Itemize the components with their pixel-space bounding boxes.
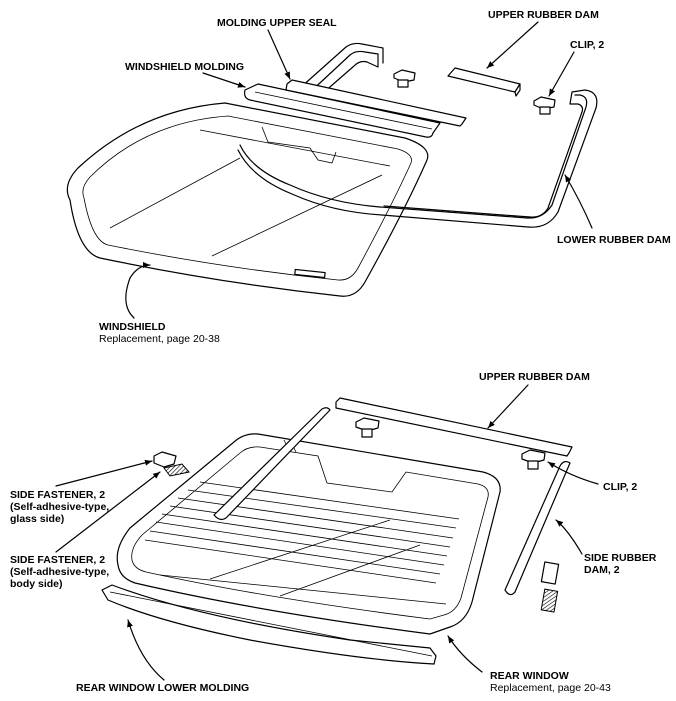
rear-window-glass: [116, 433, 501, 635]
rear-upper-rubber-dam: [335, 397, 573, 457]
label-rear-window: REAR WINDOW: [490, 670, 569, 682]
windshield-molding: [243, 83, 441, 138]
leader-windshield-molding: [202, 72, 246, 88]
label-lower-rubber-dam: LOWER RUBBER DAM: [557, 234, 671, 246]
side-fastener-body: [540, 561, 560, 613]
lower-rubber-dam: [237, 42, 598, 228]
label-rear-window-ref: Replacement, page 20-43: [490, 682, 611, 694]
leader-clip: [548, 51, 575, 97]
label-rear-upper-rubber-dam: UPPER RUBBER DAM: [479, 371, 590, 383]
label-side-fastener-body-1: SIDE FASTENER, 2: [10, 554, 106, 566]
leader-rear-clip: [547, 461, 599, 485]
clip-top-left: [393, 69, 416, 88]
label-side-rubber-dam-2: DAM, 2: [584, 564, 620, 576]
rear-window-lower-molding: [101, 584, 437, 665]
leader-rear-window: [447, 635, 483, 673]
leader-rear-upper-rubber-dam: [487, 384, 529, 429]
rear-clip-right: [521, 449, 546, 470]
side-fastener-glass: [153, 451, 190, 477]
molding-upper-seal: [285, 79, 467, 127]
label-side-fastener-glass-1: SIDE FASTENER, 2: [10, 489, 106, 501]
clip-top-right: [533, 96, 556, 115]
label-rear-clip: CLIP, 2: [603, 481, 638, 493]
leader-windshield: [125, 262, 151, 319]
label-windshield-ref: Replacement, page 20-38: [99, 333, 220, 345]
leader-side-rubber-dam: [555, 519, 583, 555]
label-molding-upper-seal: MOLDING UPPER SEAL: [217, 17, 337, 29]
leader-side-fastener-body: [55, 471, 161, 553]
label-rear-window-lower-molding: REAR WINDOW LOWER MOLDING: [76, 682, 250, 694]
label-upper-rubber-dam: UPPER RUBBER DAM: [488, 9, 599, 21]
upper-rubber-dam: [447, 67, 521, 97]
rear-clip-left: [355, 417, 380, 438]
leader-side-fastener-glass: [55, 459, 153, 487]
label-side-fastener-body-2: (Self-adhesive-type,: [10, 566, 110, 578]
label-windshield: WINDSHIELD: [99, 321, 166, 333]
rear-side-strip-left: [213, 407, 331, 521]
label-side-fastener-body-3: body side): [10, 578, 63, 590]
windshield-glass: [66, 102, 429, 297]
leader-rear-window-lower-molding: [127, 619, 165, 681]
label-side-fastener-glass-2: (Self-adhesive-type,: [10, 501, 110, 513]
side-rubber-dam: [504, 460, 571, 596]
label-windshield-molding: WINDSHIELD MOLDING: [125, 61, 244, 73]
leader-lower-rubber-dam: [564, 174, 593, 229]
label-clip: CLIP, 2: [570, 39, 605, 51]
label-side-rubber-dam-1: SIDE RUBBER: [584, 552, 657, 564]
leader-upper-rubber-dam: [486, 21, 539, 69]
label-side-fastener-glass-3: glass side): [10, 513, 65, 525]
leader-molding-upper-seal: [267, 29, 291, 80]
